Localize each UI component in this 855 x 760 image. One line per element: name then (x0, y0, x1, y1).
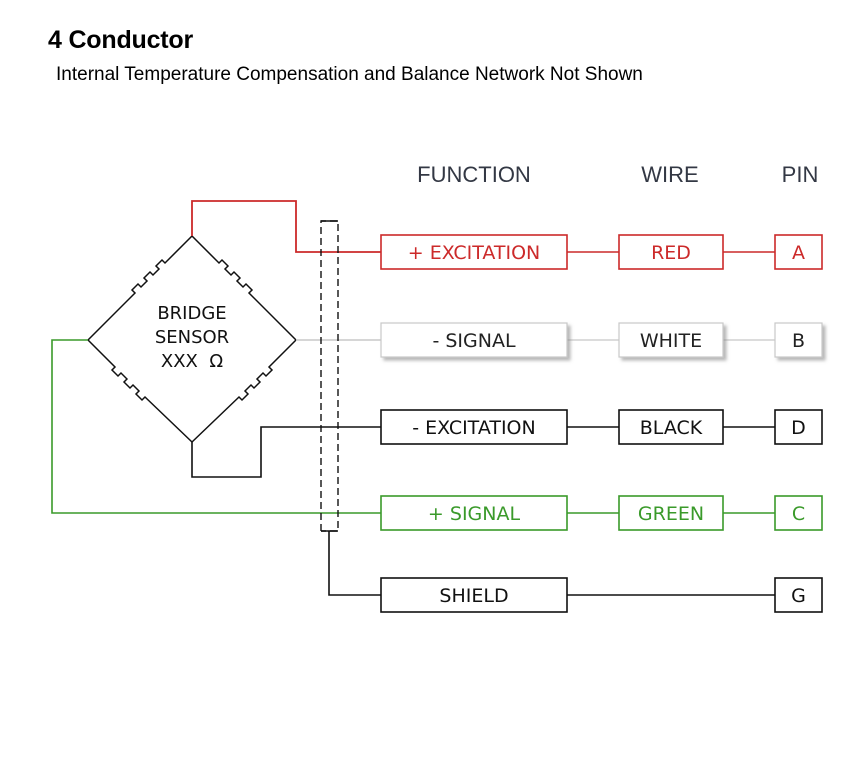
function-box (380, 234, 568, 270)
function-label: + SIGNAL (428, 503, 521, 525)
pin-box (774, 322, 823, 358)
wire-box (618, 409, 724, 445)
sensor-label-line2: SENSOR (155, 327, 229, 348)
function-label: SHIELD (439, 585, 508, 607)
wire-label: RED (651, 242, 691, 264)
wire-red (191, 200, 381, 253)
table-row: SHIELD G (380, 577, 823, 613)
wire-label: BLACK (640, 417, 703, 439)
pin-box (774, 495, 823, 531)
function-label: + EXCITATION (408, 242, 541, 264)
resistor-bottom-left (87, 339, 193, 443)
pin-label: C (792, 503, 805, 525)
table-row: - EXCITATION BLACK D (380, 409, 823, 445)
connection-table: + EXCITATION RED A - SIGNAL WHITE B - EXCITATI… (380, 234, 823, 613)
page-subtitle: Internal Temperature Compensation and Ba… (56, 64, 643, 85)
bridge-sensor (87, 235, 297, 443)
pin-box (774, 409, 823, 445)
function-box (380, 577, 568, 613)
function-box (380, 409, 568, 445)
function-box (380, 495, 568, 531)
pin-label: A (792, 242, 805, 264)
resistor-top-left (87, 235, 193, 341)
wire-label: GREEN (638, 503, 704, 525)
table-row: - SIGNAL WHITE B (380, 322, 823, 358)
function-label: - SIGNAL (432, 330, 515, 352)
wire-shield-drain (328, 531, 381, 596)
cable-shield (320, 220, 339, 532)
page-title: 4 Conductor (48, 26, 194, 54)
resistor-bottom-right (191, 339, 297, 443)
table-row: + EXCITATION RED A (380, 234, 823, 270)
wire-label: WHITE (640, 330, 702, 352)
sensor-label-line1: BRIDGE (157, 303, 226, 324)
pin-label: G (791, 585, 806, 607)
resistor-top-right (191, 235, 297, 341)
pin-label: B (792, 330, 805, 352)
wire-black (191, 426, 381, 478)
sensor-label-line3: XXX Ω (161, 351, 223, 372)
wire-box (618, 234, 724, 270)
header-function: FUNCTION (417, 162, 531, 187)
function-label: - EXCITATION (412, 417, 535, 439)
wire-box (618, 322, 724, 358)
pin-box (774, 577, 823, 613)
wire-box (618, 495, 724, 531)
table-row: + SIGNAL GREEN C (380, 495, 823, 531)
header-wire: WIRE (641, 162, 698, 187)
pin-label: D (791, 417, 806, 439)
pin-box (774, 234, 823, 270)
wire-green (51, 339, 381, 514)
header-pin: PIN (782, 162, 819, 187)
function-box (380, 322, 568, 358)
